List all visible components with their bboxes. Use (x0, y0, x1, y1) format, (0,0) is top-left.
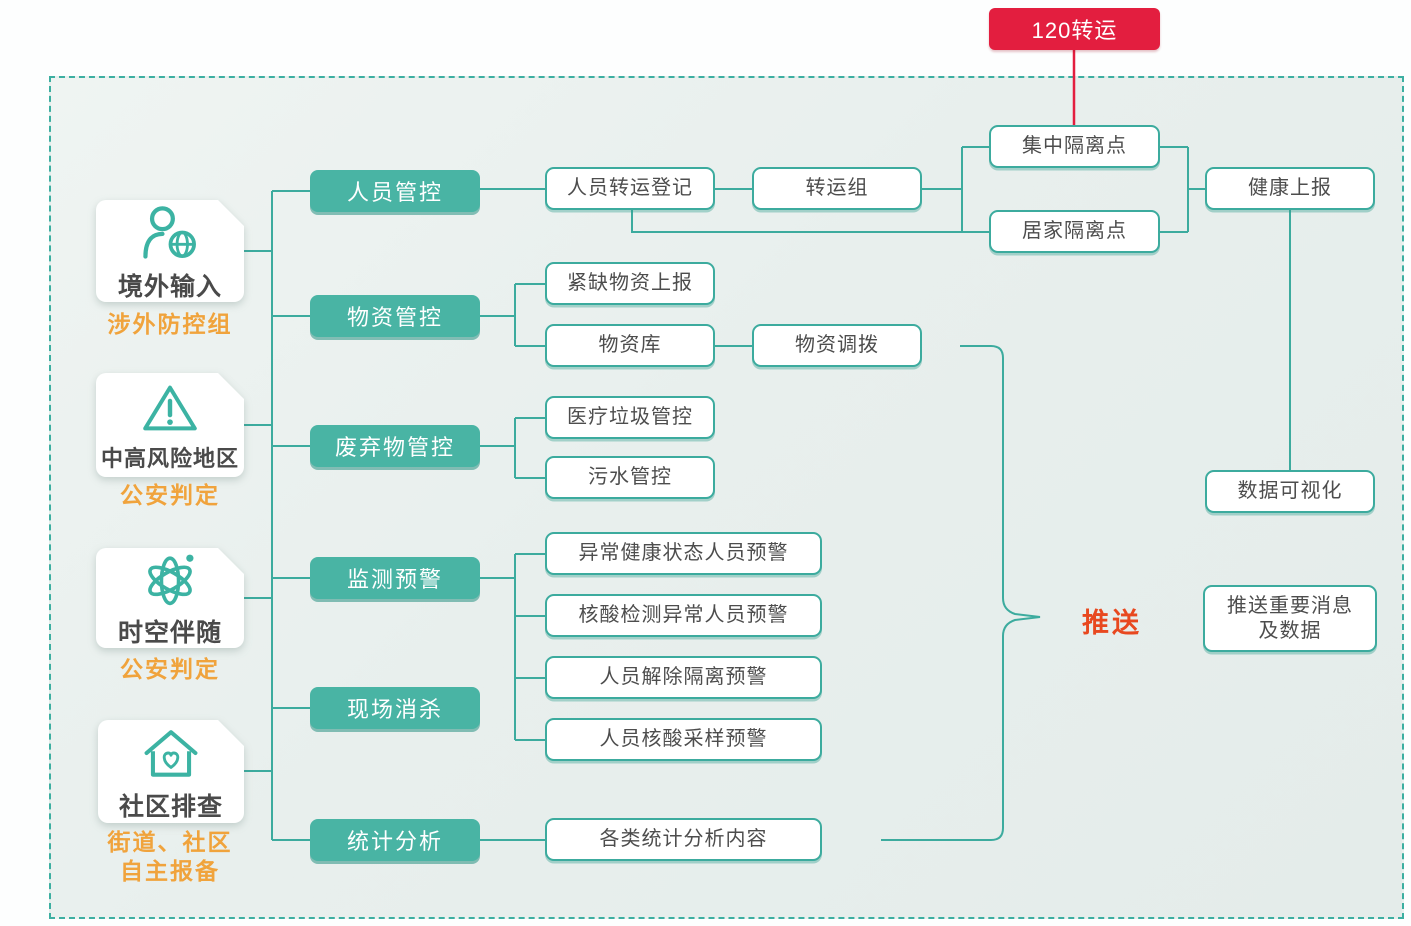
box-warn-release-isolation: 人员解除隔离预警 (545, 656, 822, 699)
box-transfer-group: 转运组 (752, 167, 922, 210)
box-transfer-registration: 人员转运登记 (545, 167, 715, 210)
module-monitoring-warning: 监测预警 (310, 557, 480, 599)
card-title: 时空伴随 (117, 619, 222, 647)
card-spacetime: 时空伴随 (96, 548, 244, 648)
house-heart-icon (139, 725, 203, 781)
box-health-report: 健康上报 (1205, 167, 1375, 210)
box-data-visualization: 数据可视化 (1205, 470, 1375, 513)
box-warn-nucleic-abnormal: 核酸检测异常人员预警 (545, 594, 822, 637)
push-annotation: 推送 (1082, 608, 1142, 638)
module-site-disinfection: 现场消杀 (310, 687, 480, 729)
box-warn-abnormal-health: 异常健康状态人员预警 (545, 532, 822, 575)
card-title: 境外输入 (117, 273, 222, 301)
box-supply-dispatch: 物资调拨 (752, 324, 922, 367)
box-warn-nucleic-sampling: 人员核酸采样预警 (545, 718, 822, 761)
module-waste-control: 废弃物管控 (310, 425, 480, 467)
caption-community: 街道、社区 自主报备 (107, 829, 233, 884)
module-statistics-analysis: 统计分析 (310, 819, 480, 861)
box-push-message: 推送重要消息 及数据 (1203, 585, 1377, 652)
caption-spacetime: 公安判定 (120, 656, 220, 682)
person-globe-icon (136, 203, 204, 261)
box-home-isolation: 居家隔离点 (989, 210, 1160, 253)
box-shortage-report: 紧缺物资上报 (545, 262, 715, 305)
caption-overseas: 涉外防控组 (107, 311, 233, 337)
card-title: 社区排查 (118, 792, 223, 821)
warning-triangle-icon (139, 381, 201, 435)
box-central-isolation: 集中隔离点 (989, 125, 1160, 168)
module-personnel-control: 人员管控 (310, 170, 480, 212)
box-supply-warehouse: 物资库 (545, 324, 715, 367)
module-supplies-control: 物资管控 (310, 295, 480, 337)
box-medical-waste: 医疗垃圾管控 (545, 396, 715, 439)
card-community: 社区排查 (98, 720, 244, 823)
atom-icon (137, 551, 203, 607)
caption-risk-area: 公安判定 (120, 482, 220, 508)
card-risk-area: 中高风险地区 (96, 373, 244, 477)
box-120-transfer: 120转运 (989, 8, 1160, 50)
box-stats-content: 各类统计分析内容 (545, 818, 822, 861)
box-sewage-control: 污水管控 (545, 456, 715, 499)
card-overseas-input: 境外输入 (96, 200, 244, 302)
card-title: 中高风险地区 (100, 446, 239, 471)
